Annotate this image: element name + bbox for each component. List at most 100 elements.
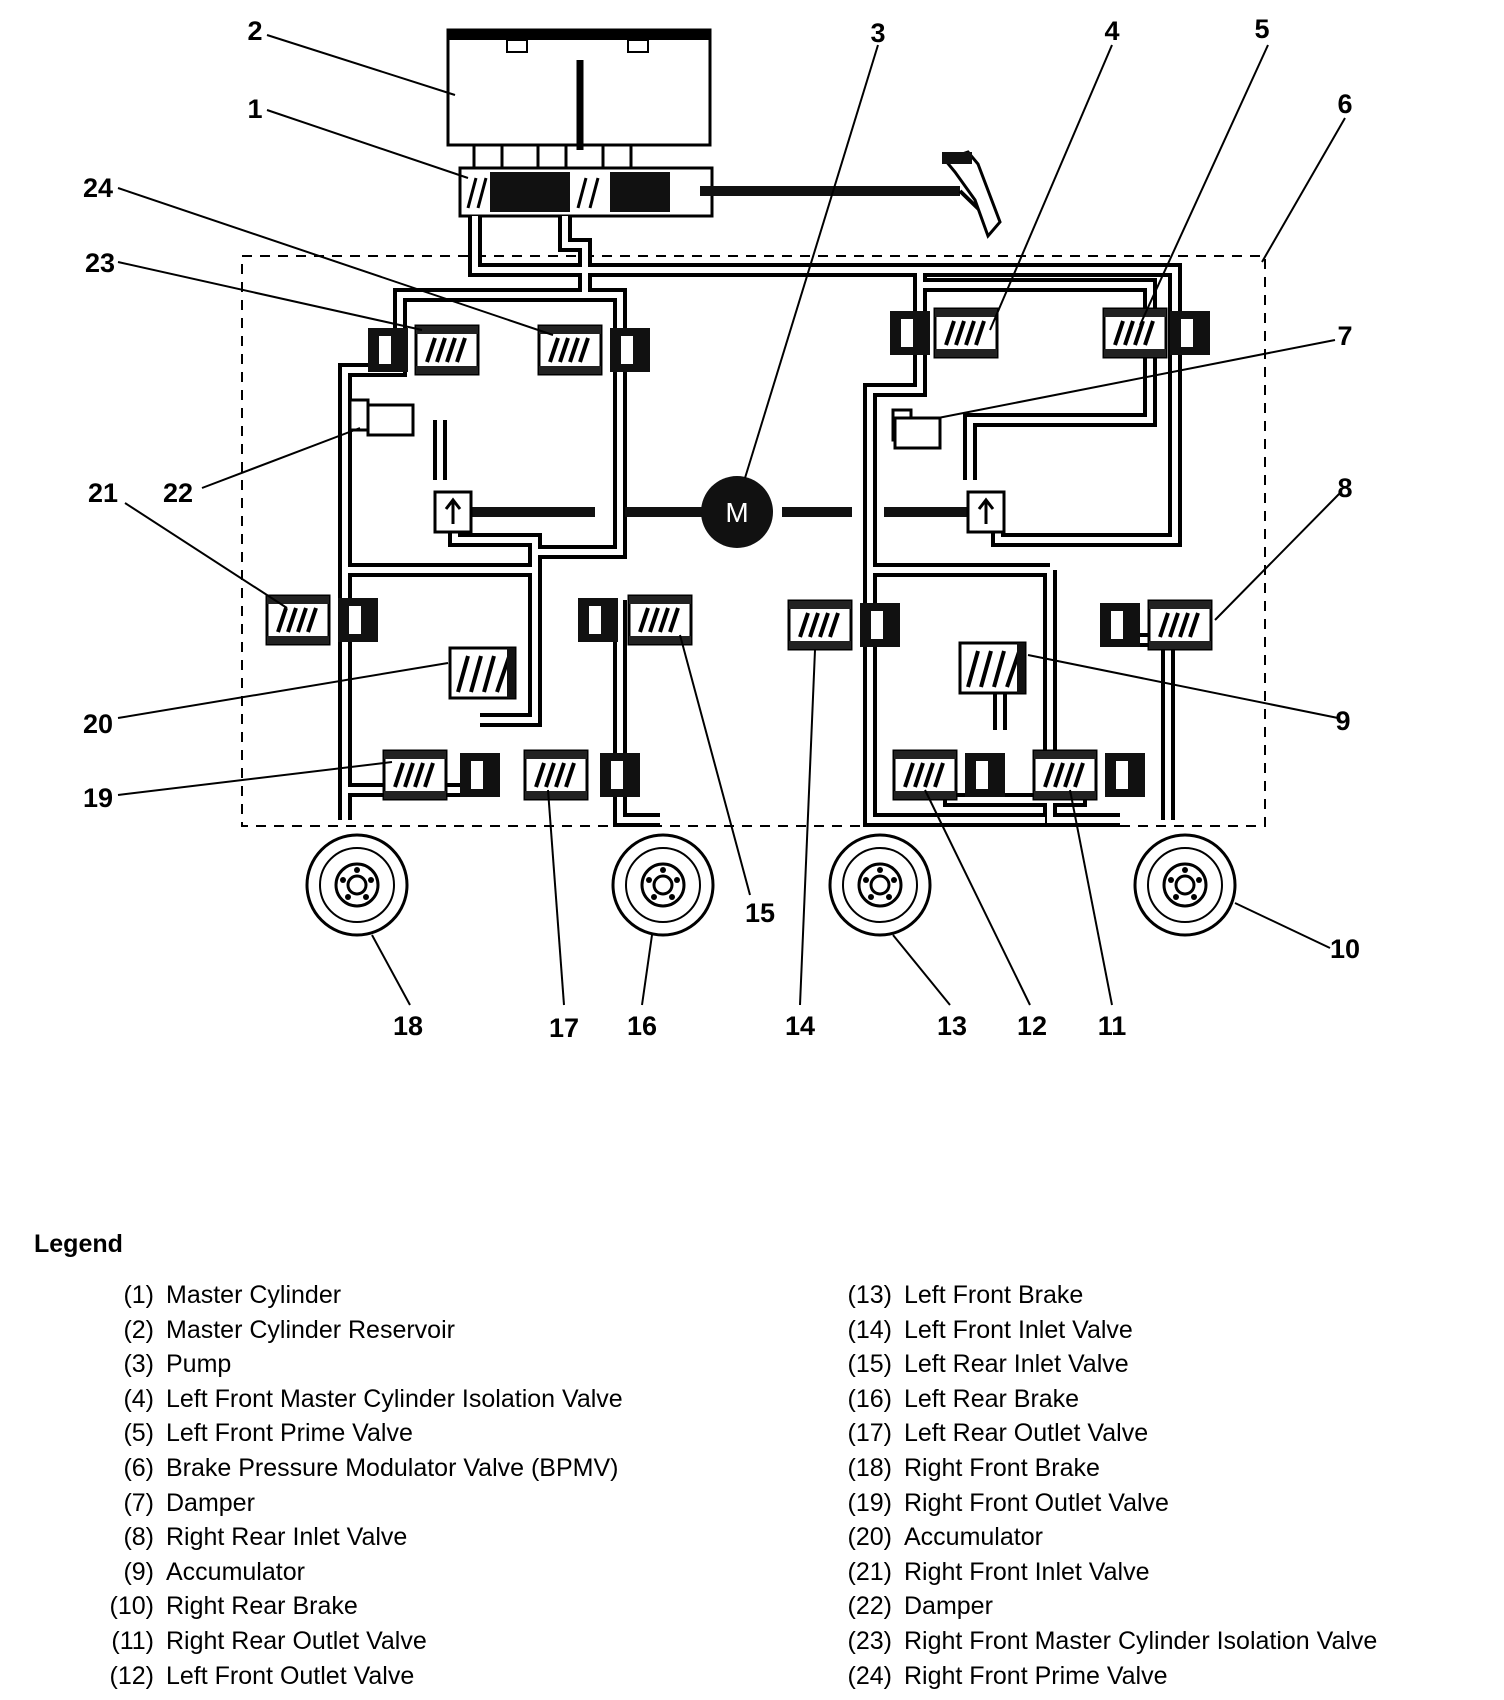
valve-8 bbox=[1100, 599, 1213, 651]
legend-item: (17) Left Rear Outlet Valve bbox=[818, 1416, 1377, 1451]
callout-numbers: 1 2 3 4 5 6 7 8 9 10 11 12 13 14 15 16 1… bbox=[83, 14, 1360, 1043]
valve-21 bbox=[265, 594, 378, 646]
legend-item-number: (11) bbox=[111, 1626, 154, 1655]
legend-item-text: Right Front Outlet Valve bbox=[904, 1488, 1169, 1517]
legend-item-number: (23) bbox=[847, 1626, 892, 1655]
callout-22: 22 bbox=[163, 478, 193, 508]
pump-piston-right-front bbox=[433, 490, 473, 534]
valve-23 bbox=[368, 324, 480, 376]
valve-15 bbox=[578, 594, 693, 646]
legend-item: (20)Accumulator bbox=[818, 1520, 1377, 1555]
legend-item-number: (22) bbox=[847, 1592, 892, 1621]
legend-item-number: (2) bbox=[123, 1315, 154, 1344]
legend-item-number: (1) bbox=[123, 1281, 154, 1309]
legend-item-text: Right Front Prime Valve bbox=[904, 1661, 1168, 1690]
callout-23: 23 bbox=[85, 248, 115, 278]
callout-5: 5 bbox=[1254, 14, 1269, 44]
accumulator-20 bbox=[448, 646, 517, 700]
wheel-16 bbox=[611, 833, 715, 937]
legend-item: (22)Damper bbox=[818, 1589, 1377, 1624]
legend-item-number: (4) bbox=[123, 1384, 154, 1413]
legend-item-number: (16) bbox=[847, 1384, 892, 1413]
callout-14: 14 bbox=[785, 1011, 815, 1041]
legend-item-text: Master Cylinder Reservoir bbox=[166, 1315, 455, 1344]
callout-1: 1 bbox=[247, 94, 262, 124]
legend-item-text: Left Front Master Cylinder Isolation Val… bbox=[166, 1384, 623, 1413]
callout-3: 3 bbox=[870, 18, 885, 48]
legend-item-number: (13) bbox=[847, 1281, 892, 1309]
legend-item-number: (5) bbox=[123, 1419, 154, 1448]
legend-item: (6) Brake Pressure Modulator Valve (BPMV) bbox=[80, 1451, 623, 1486]
master-cylinder bbox=[458, 150, 1002, 239]
legend-item-text: Left Rear Brake bbox=[904, 1384, 1080, 1413]
legend-item: (8)Right Rear Inlet Valve bbox=[80, 1520, 623, 1555]
legend-item-text: Left Front Inlet Valve bbox=[904, 1315, 1133, 1344]
legend-item-number: (9) bbox=[123, 1557, 154, 1586]
valve-19 bbox=[382, 749, 500, 801]
legend-item: (11)Right Rear Outlet Valve bbox=[80, 1624, 623, 1659]
legend-item: (3) Pump bbox=[80, 1347, 623, 1382]
leader-lines bbox=[117, 34, 1346, 1006]
legend-item-text: Left Rear Inlet Valve bbox=[904, 1350, 1129, 1379]
legend-item-number: (12) bbox=[109, 1661, 154, 1690]
bpmv-housing bbox=[241, 255, 1266, 827]
legend-item-text: Right Rear Brake bbox=[166, 1592, 358, 1621]
legend-item-text: Right Front Master Cylinder Isolation Va… bbox=[904, 1626, 1378, 1655]
callout-15: 15 bbox=[745, 898, 775, 928]
legend-item: (14)Left Front Inlet Valve bbox=[818, 1313, 1377, 1348]
valve-4 bbox=[890, 307, 999, 359]
callout-2: 2 bbox=[247, 16, 262, 46]
legend-left-column: (1) Master Cylinder (2) Master Cylinder Res… bbox=[80, 1278, 623, 1693]
abs-hydraulic-diagram: M bbox=[83, 14, 1360, 1043]
callout-18: 18 bbox=[393, 1011, 423, 1041]
legend-item: (1) Master Cylinder bbox=[80, 1278, 623, 1313]
legend-item: (5) Left Front Prime Valve bbox=[80, 1416, 623, 1451]
callout-17: 17 bbox=[549, 1013, 579, 1043]
legend-item: (23) Right Front Master Cylinder Isolatio… bbox=[818, 1624, 1378, 1659]
legend-item: (12)Left Front Outlet Valve bbox=[80, 1659, 623, 1694]
legend-item-text: Brake Pressure Modulator Valve (BPMV) bbox=[166, 1453, 619, 1482]
legend-item-text: Left Rear Outlet Valve bbox=[904, 1419, 1149, 1448]
legend-item: (9) Accumulator bbox=[80, 1555, 623, 1590]
legend-item-number: (17) bbox=[847, 1419, 892, 1448]
callout-7: 7 bbox=[1337, 321, 1352, 351]
callout-8: 8 bbox=[1337, 473, 1352, 503]
legend-item-number: (24) bbox=[847, 1661, 892, 1690]
callout-16: 16 bbox=[627, 1011, 657, 1041]
legend-item-text: Damper bbox=[166, 1488, 255, 1517]
callout-12: 12 bbox=[1017, 1011, 1047, 1041]
legend-title: Legend bbox=[34, 1230, 123, 1258]
legend-item-text: Accumulator bbox=[166, 1557, 305, 1586]
legend-item-text: Left Front Brake bbox=[904, 1281, 1084, 1309]
legend-item-text: Master Cylinder bbox=[166, 1281, 342, 1309]
callout-24: 24 bbox=[83, 173, 113, 203]
legend-item-number: (21) bbox=[847, 1557, 892, 1586]
valve-14 bbox=[787, 599, 900, 651]
legend-item: (21)Right Front Inlet Valve bbox=[818, 1555, 1377, 1590]
legend-item: (18)Right Front Brake bbox=[818, 1451, 1377, 1486]
wheel-18 bbox=[305, 833, 409, 937]
legend-item-text: Left Front Prime Valve bbox=[166, 1419, 413, 1448]
damper-22 bbox=[348, 398, 415, 437]
motor-label: M bbox=[725, 497, 748, 528]
legend-item: (13) Left Front Brake bbox=[818, 1278, 1377, 1313]
callout-13: 13 bbox=[937, 1011, 967, 1041]
callout-19: 19 bbox=[83, 783, 113, 813]
legend-item-number: (3) bbox=[123, 1350, 154, 1379]
legend-item-number: (7) bbox=[123, 1488, 154, 1517]
wheel-13 bbox=[828, 833, 932, 937]
master-cylinder-reservoir bbox=[446, 28, 712, 172]
callout-20: 20 bbox=[83, 709, 113, 739]
legend-item: (15)Left Rear Inlet Valve bbox=[818, 1347, 1377, 1382]
legend-item: (24) Right Front Prime Valve bbox=[818, 1659, 1377, 1694]
legend-item-number: (20) bbox=[847, 1523, 892, 1552]
legend-item-number: (10) bbox=[109, 1592, 154, 1621]
legend-item-number: (6) bbox=[123, 1453, 154, 1482]
legend-right-column: (13) Left Front Brake (14)Left Front Inlet… bbox=[818, 1278, 1378, 1694]
valve-24 bbox=[537, 324, 650, 376]
valve-17 bbox=[523, 749, 640, 801]
pump-piston-left-front bbox=[966, 490, 1006, 534]
legend-item-text: Right Rear Inlet Valve bbox=[166, 1523, 408, 1552]
legend-item-text: Pump bbox=[166, 1350, 232, 1379]
legend-item-text: Right Front Brake bbox=[904, 1453, 1100, 1482]
